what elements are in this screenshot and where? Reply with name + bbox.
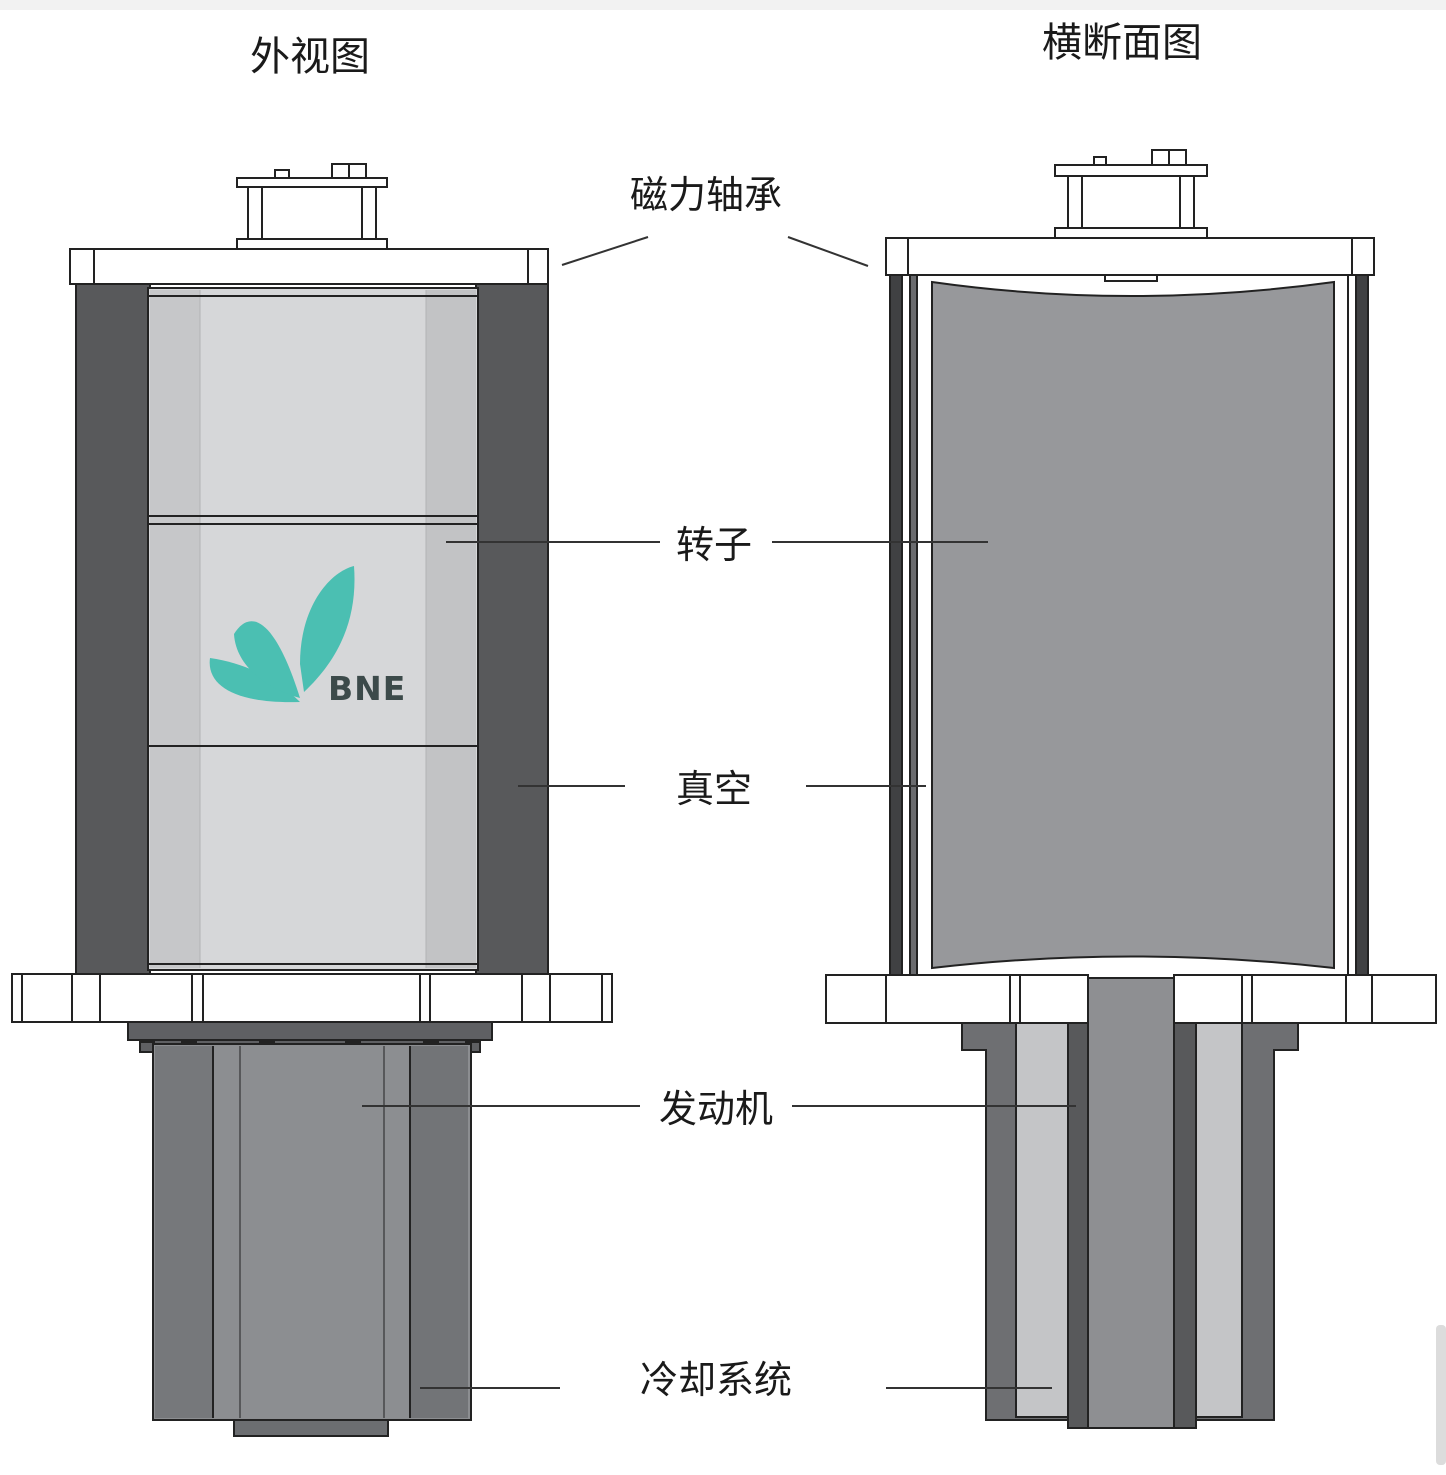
label-magnetic-bearing: 磁力轴承 [630, 173, 782, 217]
section-rotor [931, 280, 1335, 970]
section-shaft [1087, 977, 1175, 1429]
label-vacuum: 真空 [676, 767, 752, 811]
callout-rotor: 转子 [446, 523, 988, 567]
cross-section-view [825, 149, 1437, 1429]
logo-leaf-middle-icon [234, 621, 300, 698]
exterior-housing-right [475, 283, 549, 975]
label-rotor: 转子 [676, 523, 752, 567]
leader-line [561, 236, 649, 266]
exterior-view [11, 163, 613, 1437]
bne-logo: BNE [209, 566, 406, 708]
section-housing-walls [889, 274, 1369, 976]
callout-motor: 发动机 [362, 1087, 1076, 1131]
exterior-top-plate [69, 248, 549, 285]
exterior-housing-left [75, 283, 151, 975]
top-edge-strip [0, 0, 1446, 10]
logo-text: BNE [328, 669, 406, 708]
label-motor: 发动机 [659, 1087, 773, 1131]
section-base-flange [825, 974, 1437, 1024]
label-cooling-system: 冷却系统 [640, 1358, 792, 1402]
callout-cooling-system: 冷却系统 [420, 1358, 1052, 1402]
exterior-motor-body [152, 1043, 472, 1437]
callout-vacuum: 真空 [518, 767, 926, 811]
exterior-top-bearing [236, 163, 388, 250]
section-top-plate [885, 237, 1375, 282]
logo-leaf-right-icon [300, 566, 355, 692]
callout-magnetic-bearing: 磁力轴承 [561, 173, 869, 267]
exterior-base-flange [11, 973, 613, 1023]
scroll-indicator[interactable] [1436, 1325, 1446, 1465]
logo-leaf-left-icon [209, 658, 300, 703]
section-top-bearing [1054, 149, 1208, 239]
leader-line [787, 236, 869, 267]
title-exterior-view: 外视图 [250, 34, 370, 80]
title-cross-section-view: 横断面图 [1042, 20, 1202, 66]
exterior-rotor-drum [147, 287, 479, 971]
